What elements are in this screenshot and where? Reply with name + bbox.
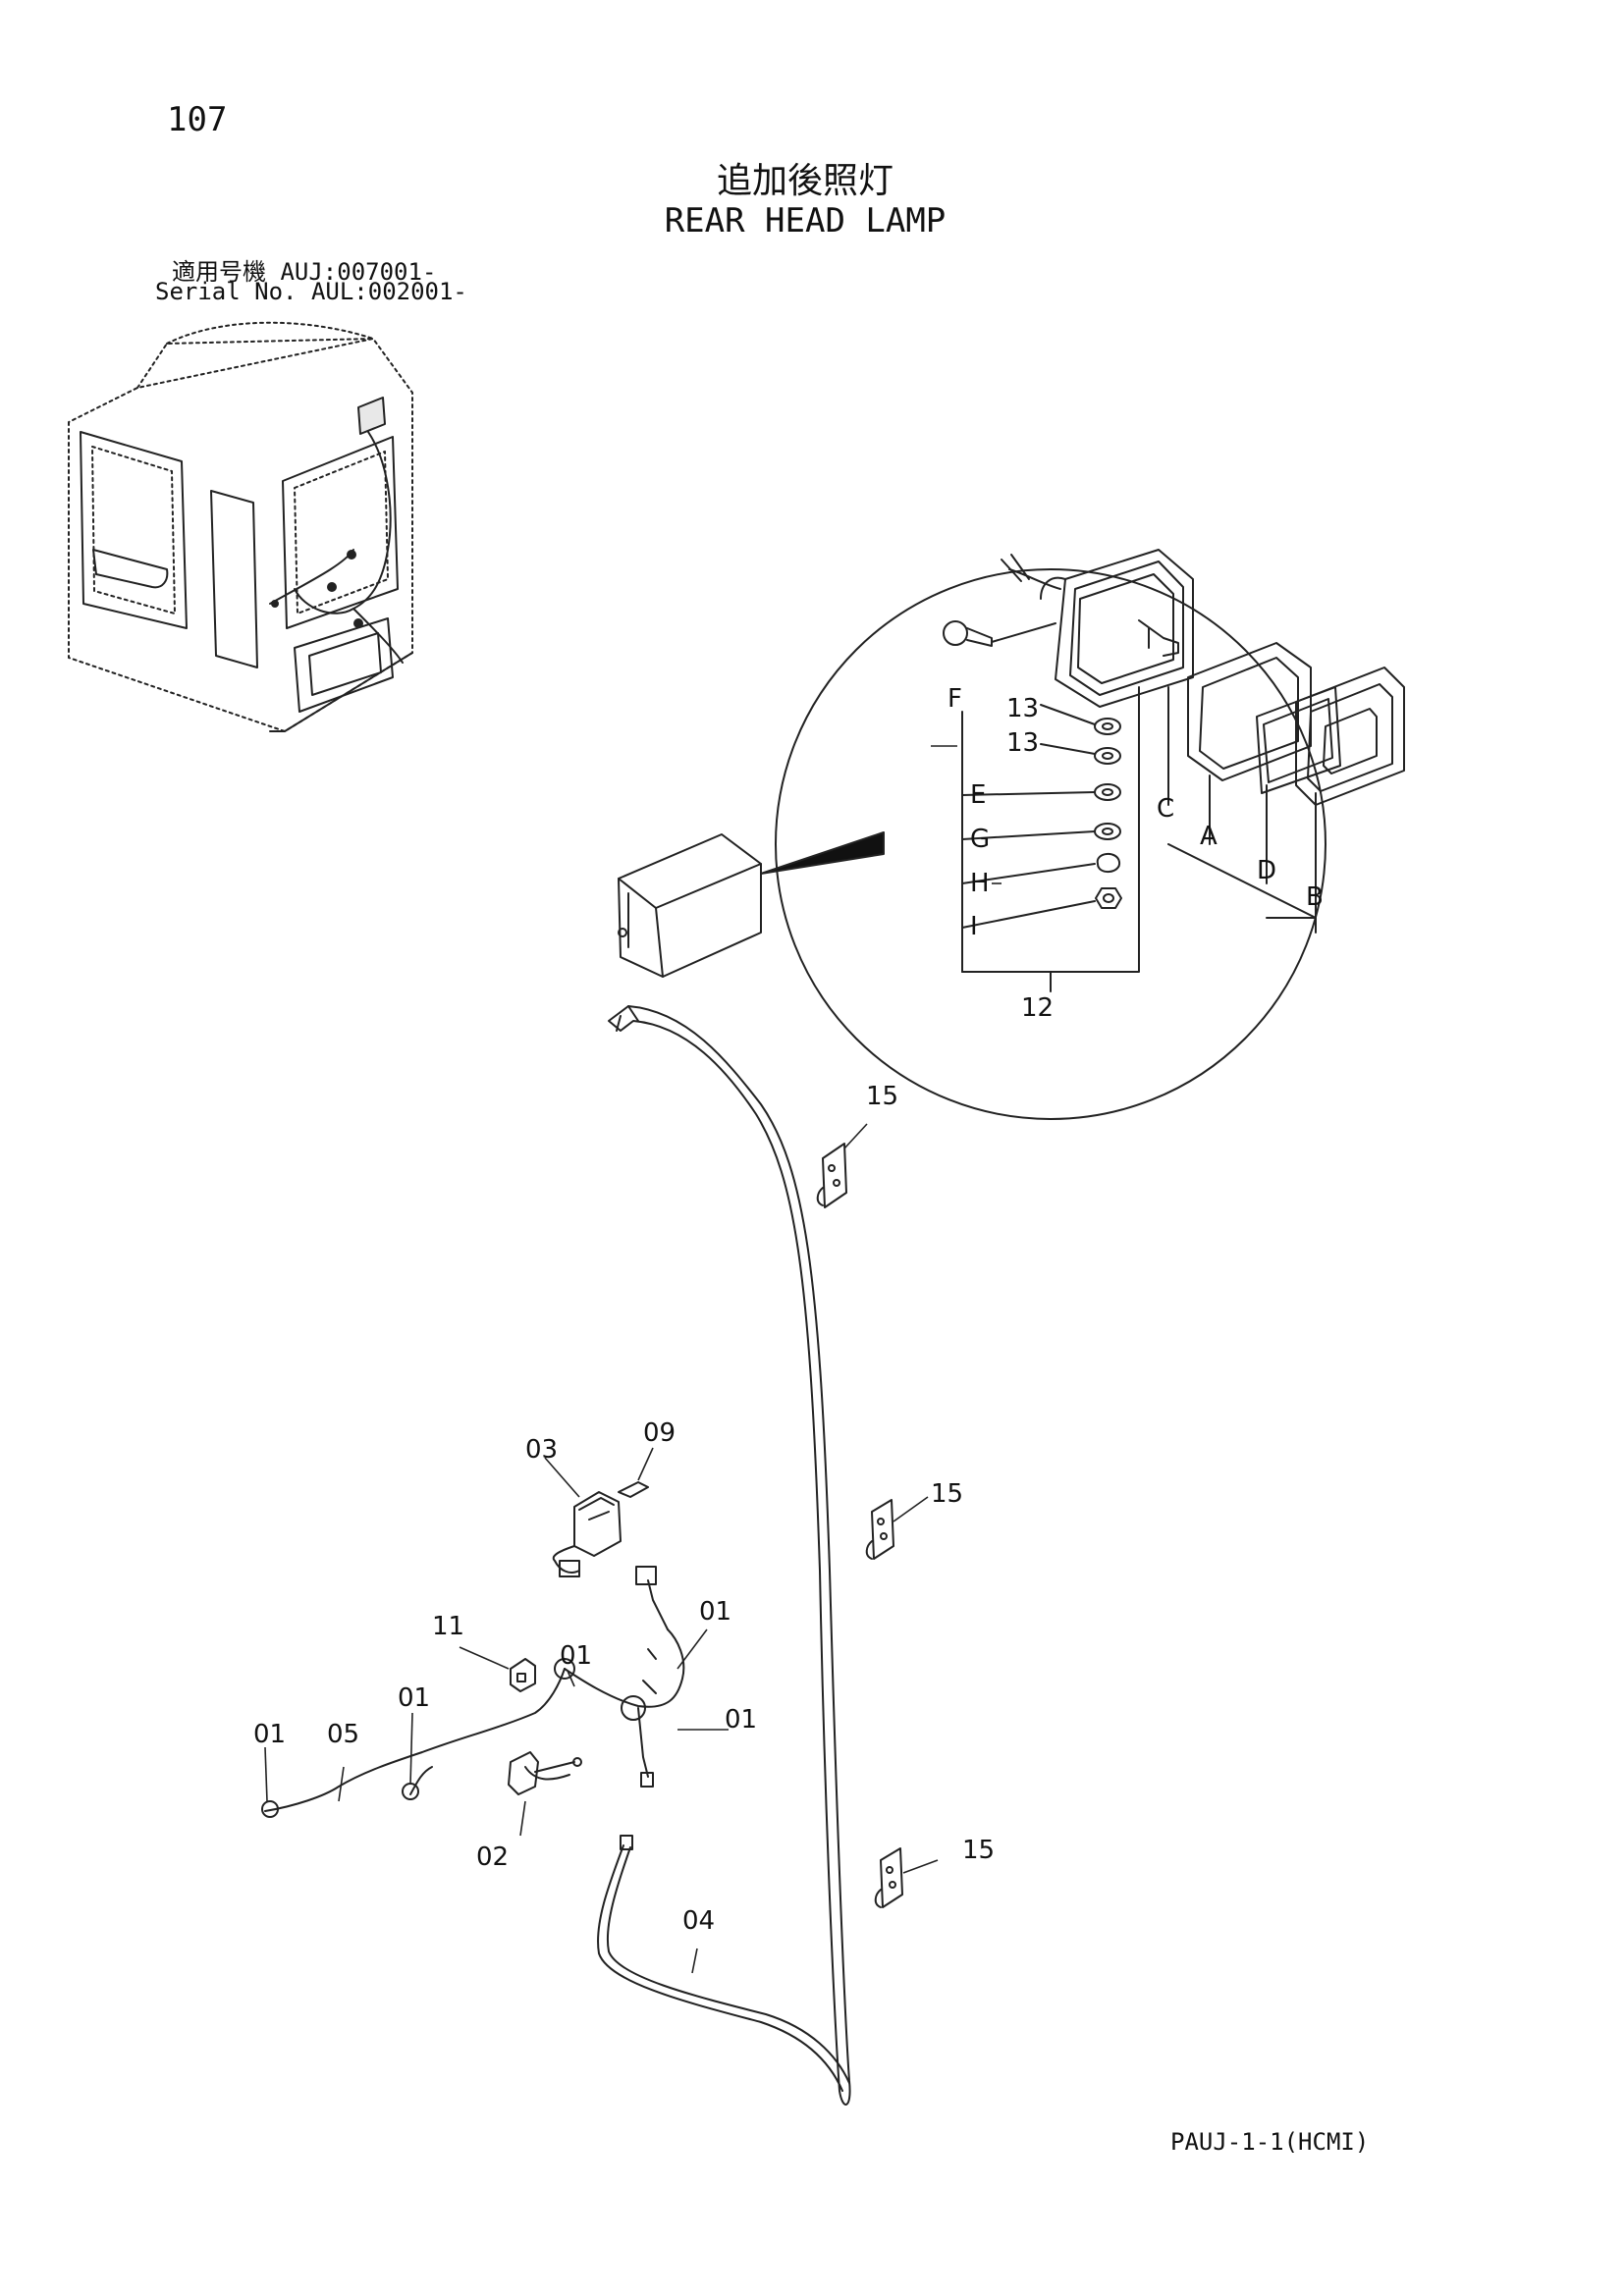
detail-magnifier-circle xyxy=(775,568,1326,1120)
callout-e: E xyxy=(970,780,986,810)
callout-a: A xyxy=(1200,822,1218,851)
callout-d: D xyxy=(1257,856,1276,885)
cable-04 xyxy=(597,1835,850,2092)
footer-code: PAUJ-1-1(HCMI) xyxy=(1170,2128,1370,2156)
callout-01-center: 01 xyxy=(560,1641,592,1671)
callout-11: 11 xyxy=(432,1612,464,1641)
callout-09: 09 xyxy=(643,1418,676,1448)
page-number: 107 xyxy=(167,100,228,139)
callout-01-right: 01 xyxy=(725,1705,757,1735)
callout-15-mid: 15 xyxy=(931,1479,963,1509)
serial-applicability: 適用号機 AUJ:007001- xyxy=(172,258,437,286)
clip-15-top xyxy=(816,1143,847,1208)
callout-15-top: 15 xyxy=(866,1082,898,1111)
callout-01-upper: 01 xyxy=(699,1597,731,1627)
callout-04: 04 xyxy=(682,1906,715,1936)
sub-harness xyxy=(261,1566,685,1818)
callout-05: 05 xyxy=(327,1720,359,1749)
lamp-callouts: F 13 13 E G H I C A D B 12 xyxy=(947,684,1324,1023)
bezel-b xyxy=(1295,667,1405,806)
serial-number: Serial No. AUL:002001- xyxy=(155,278,467,305)
callout-03: 03 xyxy=(525,1435,558,1465)
callout-g: G xyxy=(970,825,990,854)
lamp-housing xyxy=(1001,549,1194,708)
connector-02 xyxy=(508,1751,582,1795)
title-japanese: 追加後照灯 xyxy=(716,161,893,201)
callout-f: F xyxy=(947,684,962,714)
callout-01-end: 01 xyxy=(253,1720,286,1749)
hardware-stack xyxy=(1094,718,1122,909)
bolt-f xyxy=(943,620,1056,647)
callout-b: B xyxy=(1306,882,1324,912)
switch-03 xyxy=(552,1491,622,1577)
lamp-leaders xyxy=(961,686,1317,992)
clip-15-bottom xyxy=(874,1847,903,1908)
callout-h: H xyxy=(970,869,990,898)
callout-12: 12 xyxy=(1021,993,1054,1023)
callout-13-b: 13 xyxy=(1006,728,1039,758)
harness-callouts: 15 15 15 03 09 11 01 01 01 01 01 05 02 0… xyxy=(253,1082,995,1936)
title-english: REAR HEAD LAMP xyxy=(664,201,947,240)
lamp-assembly-small xyxy=(618,833,762,978)
callout-02: 02 xyxy=(476,1842,509,1872)
cab-overview-illustration xyxy=(68,321,413,732)
callout-15-bottom: 15 xyxy=(962,1836,995,1865)
callout-01-left: 01 xyxy=(398,1683,430,1713)
callout-13-a: 13 xyxy=(1006,694,1039,723)
callout-c: C xyxy=(1157,794,1174,824)
label-09 xyxy=(618,1481,649,1498)
connector-11 xyxy=(510,1658,536,1692)
harness-cable xyxy=(608,1005,851,2106)
detail-pointer xyxy=(760,831,885,875)
lens-a xyxy=(1187,642,1312,781)
callout-i: I xyxy=(970,912,978,941)
clip-15-mid xyxy=(865,1499,894,1560)
